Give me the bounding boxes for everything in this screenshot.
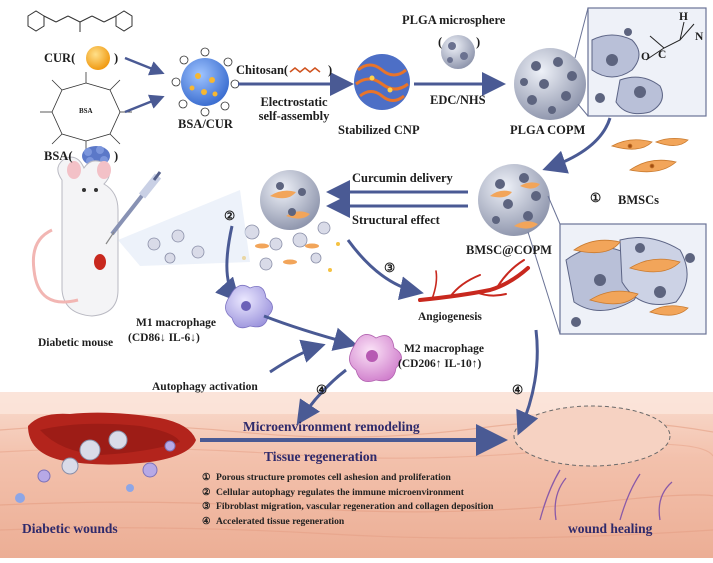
step-marker-3: ③ [384,261,396,275]
plga-microsphere-open: ( [438,35,443,49]
plga-copm-label: PLGA COPM [510,123,586,137]
arrow-to-angiogenesis [346,239,424,301]
arrow-angiogenesis-down [516,329,539,436]
bsa-label: BSA( [44,149,73,163]
bmsc-cells-icon [610,138,689,173]
diabetic-mouse-illustration [13,156,250,348]
bsa-cur-label: BSA/CUR [178,117,233,131]
arrow-bsa-to-complex [124,94,165,114]
cur-label: CUR( [44,51,76,65]
chitosan-label-close: ) [328,63,333,77]
stabilized-cnp-label: Stabilized CNP [338,123,420,137]
edc-nhs-label: EDC/NHS [430,93,486,107]
stabilized-cnp-particle [354,54,410,110]
bond-n-label: N [695,31,704,43]
angiogenesis-label: Angiogenesis [418,311,482,323]
structural-effect-label: Structural effect [352,213,440,227]
bmsc-copm-sphere [478,164,550,236]
bond-h-label: H [679,11,688,23]
chitosan-label: Chitosan( [236,63,289,77]
curcumin-structure [27,10,133,32]
bsa-label-close: ) [114,149,119,163]
m2-macrophage-cell [349,334,402,383]
diabetic-mouse-label: Diabetic mouse [38,337,114,349]
arrow-cur-to-complex [124,56,165,76]
step-marker-1: ① [590,191,602,205]
m1-macrophage-cell [225,284,273,329]
step-marker-4a: ④ [316,383,328,397]
arrow-m1-to-m2 [263,314,358,351]
plga-microsphere-icon [441,35,475,69]
m2-label-line2: (CD206↑ IL-10↑) [398,358,482,370]
curcumin-delivery-label: Curcumin delivery [352,171,453,185]
m2-label-line1: M2 macrophage [404,343,484,355]
bsa-center-label: BSA [79,107,93,115]
arrow-autophagy [269,339,326,374]
wound-healing-label: wound healing [568,521,653,536]
step-marker-2: ② [224,209,236,223]
bsa-cur-nanoparticle [171,47,240,117]
arrow-m2-down [296,368,347,425]
plga-copm-sphere [514,48,586,120]
tissue-regeneration-label: Tissue regeneration [264,449,378,464]
implanted-particle-cluster [242,170,340,272]
electrostatic-line1: Electrostatic [260,95,328,109]
cur-label-close: ) [114,51,119,65]
step-marker-4b: ④ [512,383,524,397]
bmsc-copm-label: BMSC@COPM [466,243,552,257]
chitosan-chain-icon [289,67,321,73]
cur-particle-icon [86,46,110,70]
bond-c-label: C [658,49,667,61]
diabetic-wound-lesion [15,412,196,503]
bmsc-copm-zoom-inset [527,195,707,335]
electrostatic-line2: self-assembly [258,109,330,123]
plga-microsphere-label: PLGA microsphere [402,13,506,27]
bmscs-label: BMSCs [618,193,659,207]
bond-o-label: O [641,51,650,63]
arrow-cell-loading [542,117,612,174]
m1-label-line1: M1 macrophage [136,317,216,329]
autophagy-label: Autophagy activation [152,381,258,393]
plga-microsphere-close: ) [476,35,481,49]
copm-surface-zoom-inset [574,7,707,117]
diabetic-wounds-label: Diabetic wounds [22,521,118,536]
m1-label-line2: (CD86↓ IL-6↓) [128,332,200,344]
bsa-structure [40,72,132,152]
microenvironment-label: Microenvironment remodeling [243,419,420,434]
healed-wound-area [513,405,673,521]
angiogenesis-vessel [418,259,530,302]
